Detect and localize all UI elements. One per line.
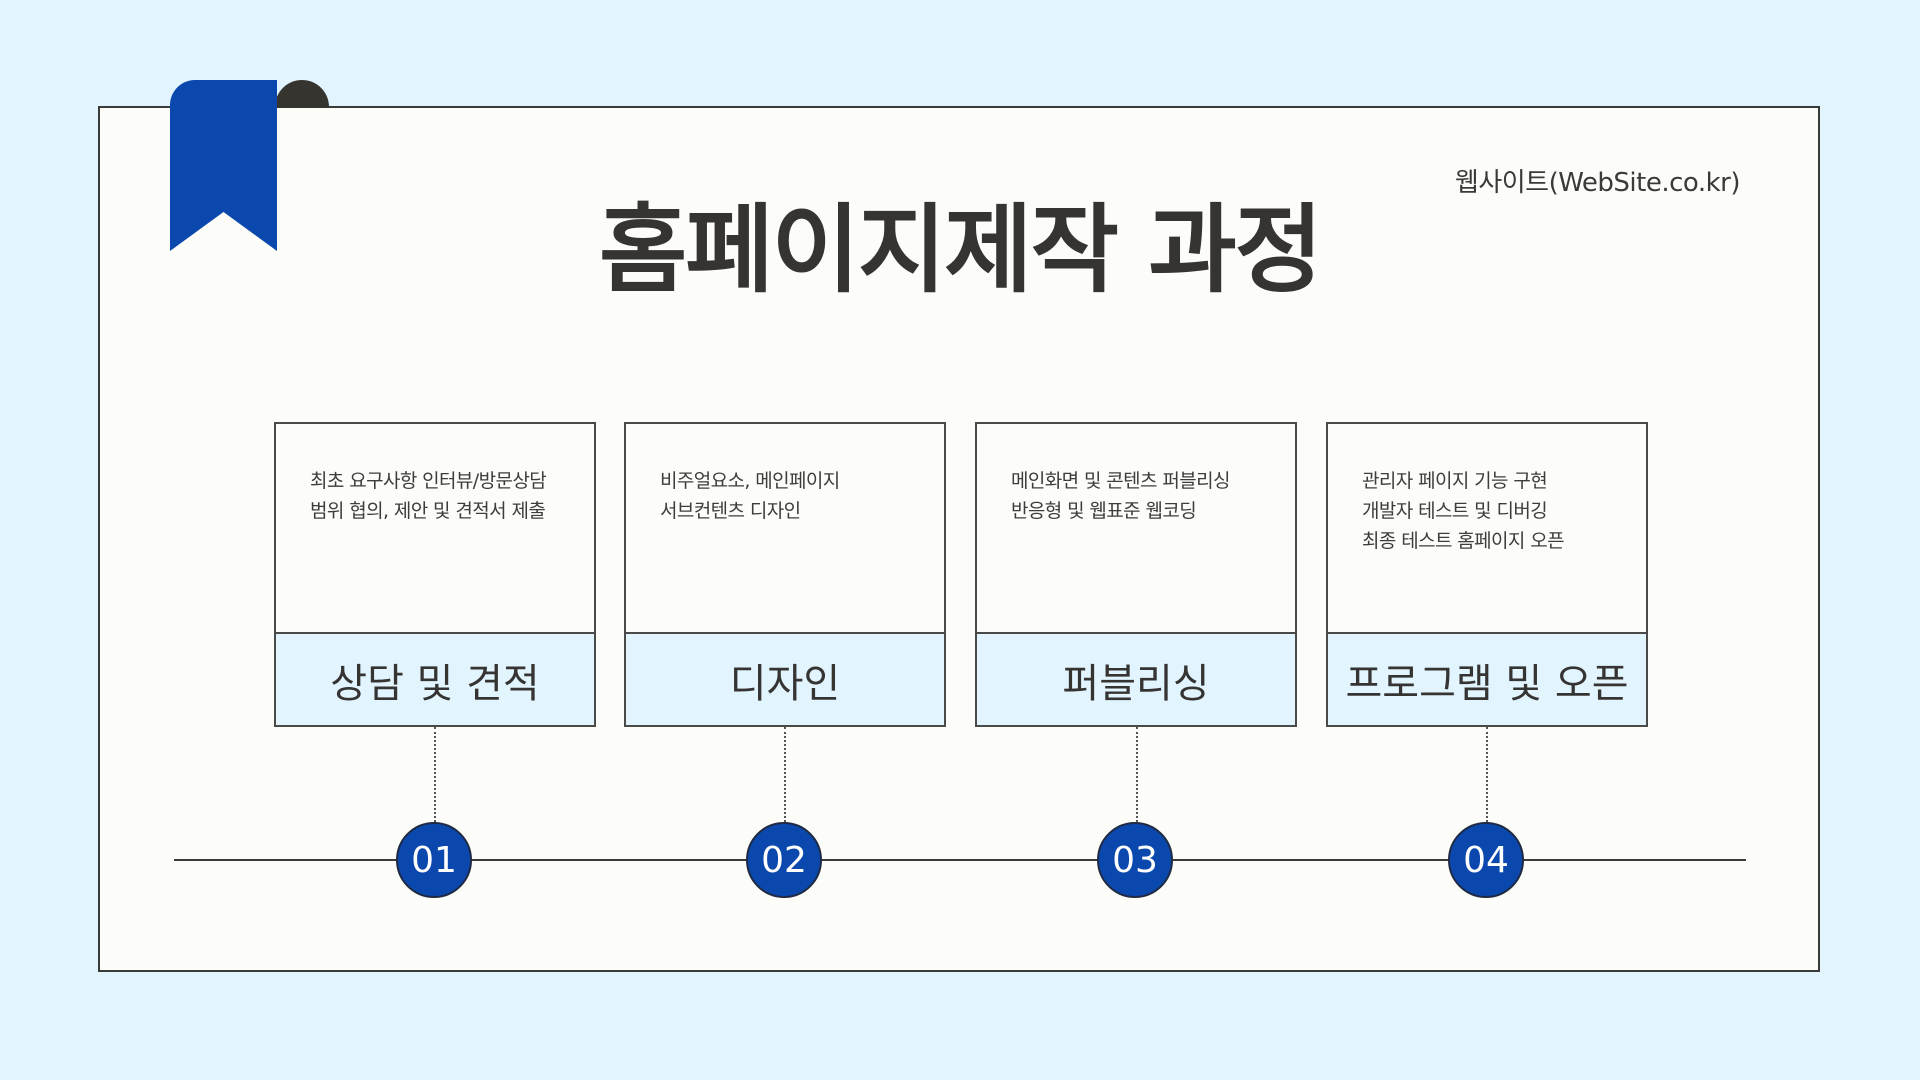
step-description-line: 관리자 페이지 기능 구현 <box>1362 470 1548 492</box>
step-description-line: 최종 테스트 홈페이지 오픈 <box>1362 530 1565 552</box>
step-description: 메인화면 및 콘텐츠 퍼블리싱 반응형 및 웹표준 웹코딩 <box>1011 466 1285 526</box>
step-label-box: 상담 및 견적 <box>276 632 594 725</box>
bookmark-ribbon-icon <box>170 80 277 251</box>
step-label: 상담 및 견적 <box>330 660 540 707</box>
bookmark-ribbon-fold <box>275 80 329 108</box>
step-description-line: 개발자 테스트 및 디버깅 <box>1362 500 1548 522</box>
timeline-line <box>174 859 1746 861</box>
step-card-3: 메인화면 및 콘텐츠 퍼블리싱 반응형 및 웹표준 웹코딩 퍼블리싱 <box>975 422 1297 727</box>
step-description-line: 서브컨텐츠 디자인 <box>660 500 801 522</box>
step-description-line: 메인화면 및 콘텐츠 퍼블리싱 <box>1011 470 1230 492</box>
step-connector-1 <box>434 727 436 822</box>
step-card-2: 비주얼요소, 메인페이지 서브컨텐츠 디자인 디자인 <box>624 422 946 727</box>
step-description-line: 최초 요구사항 인터뷰/방문상담 <box>310 470 547 492</box>
step-number-4: 04 <box>1448 822 1524 898</box>
step-card-4: 관리자 페이지 기능 구현 개발자 테스트 및 디버깅 최종 테스트 홈페이지 … <box>1326 422 1648 727</box>
step-label: 퍼블리싱 <box>1062 660 1210 707</box>
page-title: 홈페이지제작 과정 <box>599 194 1323 306</box>
website-label: 웹사이트(WebSite.co.kr) <box>1454 168 1741 198</box>
step-number-1: 01 <box>396 822 472 898</box>
step-description: 비주얼요소, 메인페이지 서브컨텐츠 디자인 <box>660 466 934 526</box>
step-connector-2 <box>784 727 786 822</box>
step-connector-3 <box>1136 727 1138 822</box>
step-description-line: 범위 협의, 제안 및 견적서 제출 <box>310 500 546 522</box>
step-description: 관리자 페이지 기능 구현 개발자 테스트 및 디버깅 최종 테스트 홈페이지 … <box>1362 466 1636 556</box>
step-connector-4 <box>1486 727 1488 822</box>
step-number-3: 03 <box>1097 822 1173 898</box>
step-description: 최초 요구사항 인터뷰/방문상담 범위 협의, 제안 및 견적서 제출 <box>310 466 584 526</box>
step-label-box: 디자인 <box>626 632 944 725</box>
step-label: 디자인 <box>729 660 841 707</box>
step-number-2: 02 <box>746 822 822 898</box>
step-description-line: 비주얼요소, 메인페이지 <box>660 470 840 492</box>
step-label: 프로그램 및 오픈 <box>1345 660 1629 707</box>
step-card-1: 최초 요구사항 인터뷰/방문상담 범위 협의, 제안 및 견적서 제출 상담 및… <box>274 422 596 727</box>
step-label-box: 프로그램 및 오픈 <box>1328 632 1646 725</box>
step-label-box: 퍼블리싱 <box>977 632 1295 725</box>
step-description-line: 반응형 및 웹표준 웹코딩 <box>1011 500 1197 522</box>
